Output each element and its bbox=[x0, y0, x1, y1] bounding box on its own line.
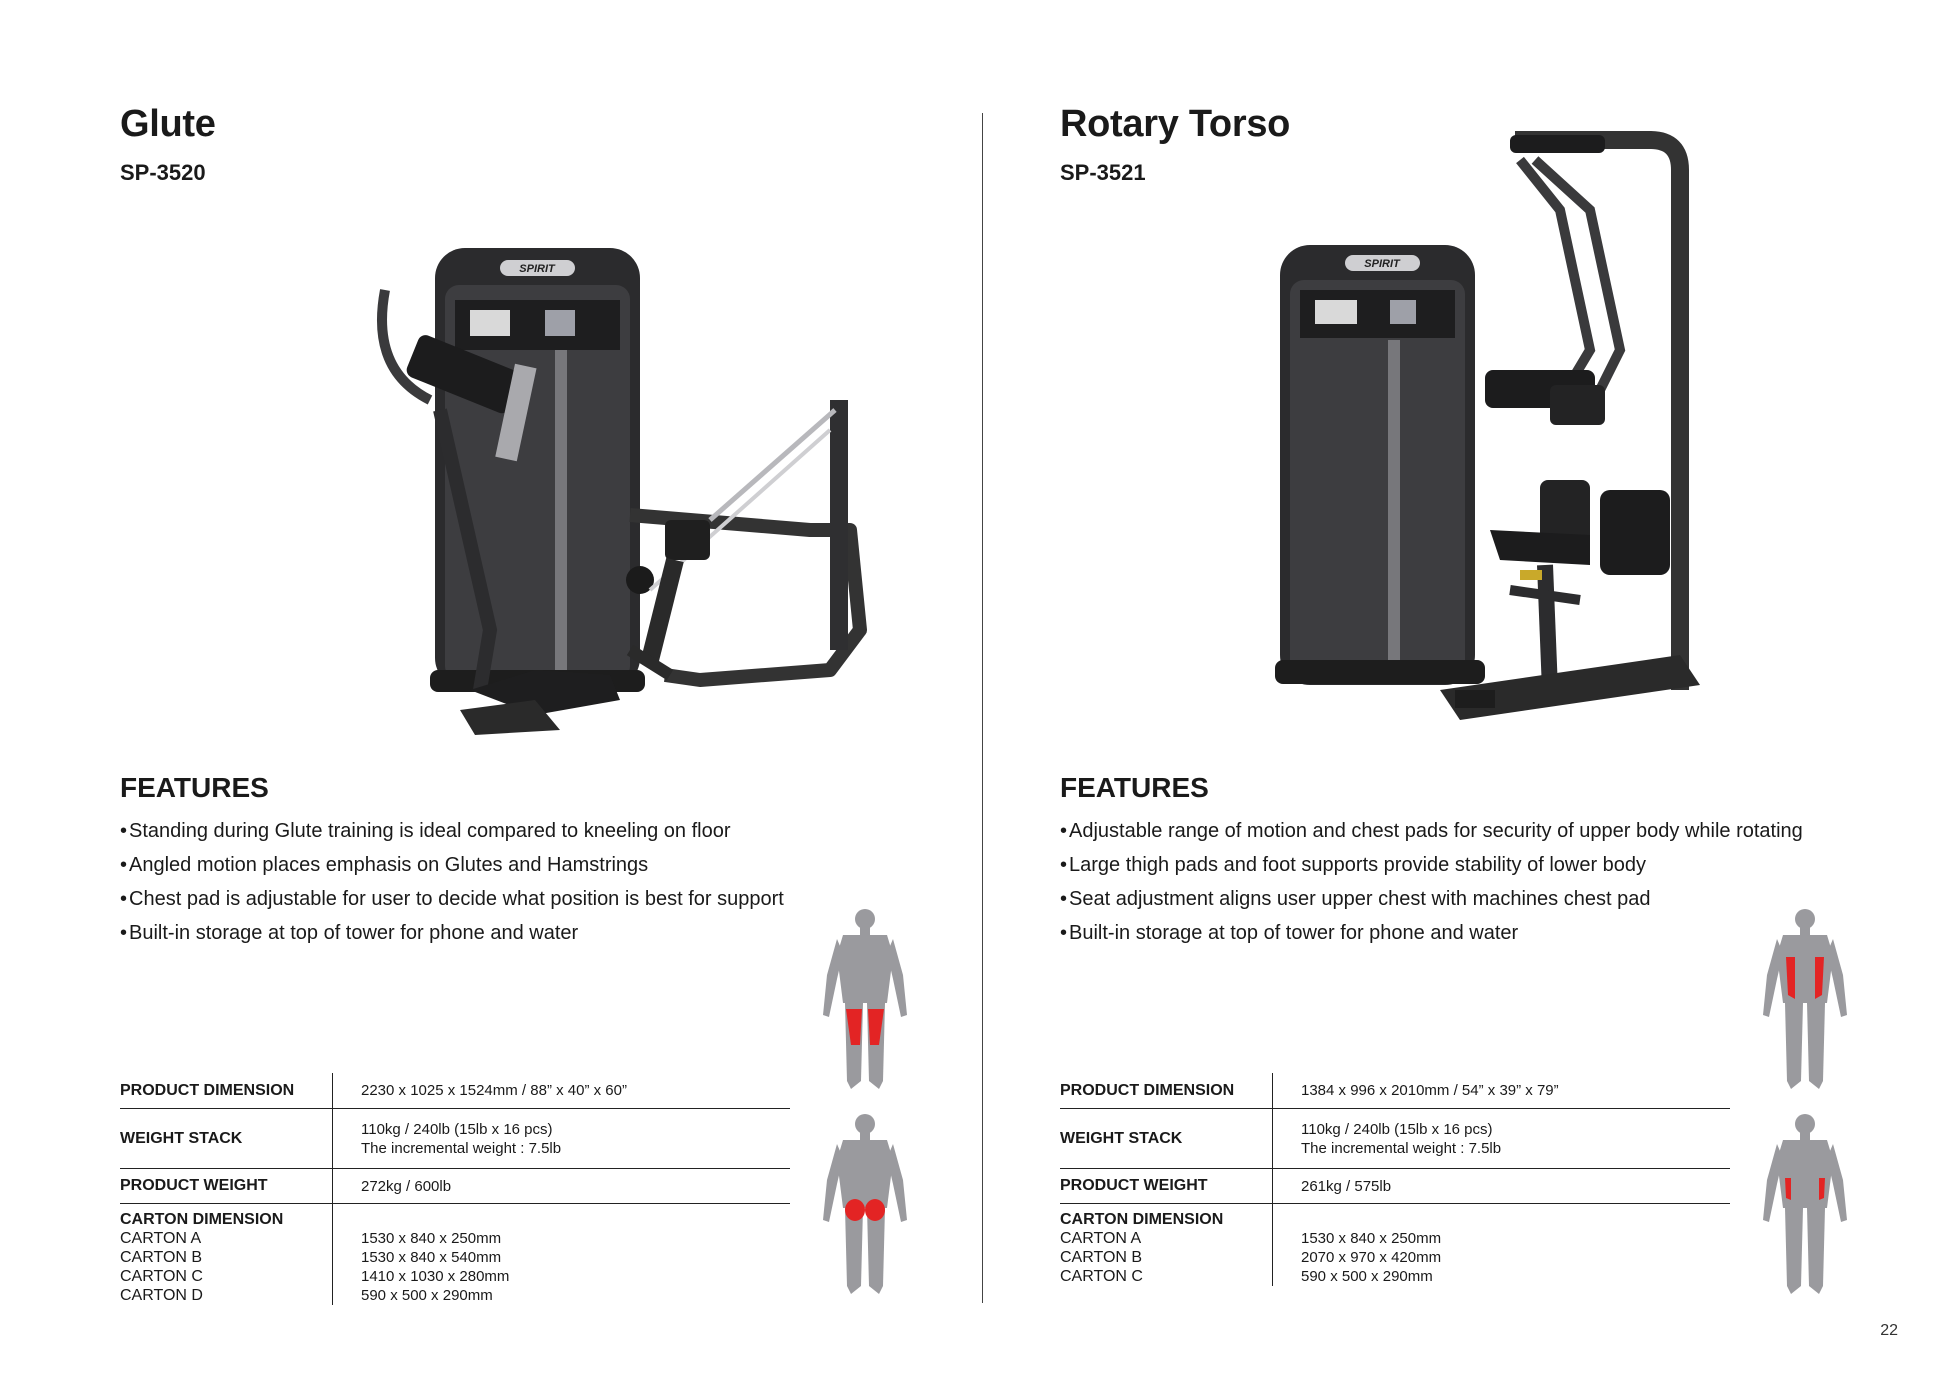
spec-row-product-weight: PRODUCT WEIGHT 272kg / 600lb bbox=[120, 1169, 790, 1204]
carton-value: 590 x 500 x 290mm bbox=[361, 1287, 493, 1304]
feature-item: Chest pad is adjustable for user to deci… bbox=[120, 882, 784, 916]
carton-value: 2070 x 970 x 420mm bbox=[1301, 1249, 1442, 1266]
carton-label: CARTON D bbox=[120, 1287, 203, 1304]
spec-table: PRODUCT DIMENSION 2230 x 1025 x 1524mm /… bbox=[120, 1073, 790, 1316]
features-heading: FEATURES bbox=[1060, 772, 1209, 803]
feature-item: Adjustable range of motion and chest pad… bbox=[1060, 814, 1803, 848]
feature-item: Seat adjustment aligns user upper chest … bbox=[1060, 882, 1803, 916]
carton-value: 1410 x 1030 x 280mm bbox=[361, 1268, 510, 1285]
feature-item: Angled motion places emphasis on Glutes … bbox=[120, 848, 784, 882]
features-list: Standing during Glute training is ideal … bbox=[120, 814, 784, 950]
page-number: 22 bbox=[1880, 1322, 1898, 1339]
muscle-back-icon bbox=[1763, 1114, 1847, 1294]
spec-label: PRODUCT DIMENSION bbox=[120, 1073, 333, 1108]
carton-label: CARTON B bbox=[1060, 1249, 1143, 1266]
spec-value: 110kg / 240lb (15lb x 16 pcs) bbox=[1301, 1120, 1493, 1138]
product-title: Rotary Torso bbox=[1060, 103, 1291, 145]
feature-item: Large thigh pads and foot supports provi… bbox=[1060, 848, 1803, 882]
spec-value-increment: The incremental weight : 7.5lb bbox=[361, 1139, 562, 1157]
spec-label: WEIGHT STACK bbox=[120, 1109, 333, 1168]
spec-row-carton: CARTON DIMENSION CARTON A CARTON B CARTO… bbox=[1060, 1204, 1730, 1316]
spec-value-increment: The incremental weight : 7.5lb bbox=[1301, 1139, 1502, 1157]
muscle-highlight bbox=[1786, 957, 1824, 999]
muscle-front-icon bbox=[1763, 909, 1847, 1089]
feature-item: Built-in storage at top of tower for pho… bbox=[120, 916, 784, 950]
carton-label: CARTON A bbox=[1060, 1230, 1142, 1247]
muscle-highlight bbox=[1785, 1178, 1825, 1200]
spec-label: PRODUCT WEIGHT bbox=[1060, 1169, 1273, 1203]
spec-row-carton: CARTON DIMENSION CARTON A CARTON B CARTO… bbox=[120, 1204, 790, 1316]
brand-logo: SPIRIT bbox=[1364, 258, 1401, 270]
product-model: SP-3521 bbox=[1060, 160, 1146, 185]
spec-value: 261kg / 575lb bbox=[1301, 1177, 1392, 1195]
feature-item: Standing during Glute training is ideal … bbox=[120, 814, 784, 848]
feature-item: Built-in storage at top of tower for pho… bbox=[1060, 916, 1803, 950]
carton-value: 590 x 500 x 290mm bbox=[1301, 1268, 1433, 1285]
product-title: Glute bbox=[120, 103, 216, 145]
carton-label: CARTON C bbox=[1060, 1268, 1143, 1285]
muscle-back-icon bbox=[823, 1114, 907, 1294]
spec-label: CARTON DIMENSION bbox=[120, 1211, 284, 1228]
spec-row-product-weight: PRODUCT WEIGHT 261kg / 575lb bbox=[1060, 1169, 1730, 1204]
spec-value: 272kg / 600lb bbox=[361, 1177, 452, 1195]
spec-label: CARTON DIMENSION bbox=[1060, 1211, 1224, 1228]
spec-value: 110kg / 240lb (15lb x 16 pcs) bbox=[361, 1120, 553, 1138]
muscle-highlight bbox=[846, 1009, 884, 1045]
carton-value: 1530 x 840 x 250mm bbox=[361, 1230, 502, 1247]
spec-row-weight-stack: WEIGHT STACK 110kg / 240lb (15lb x 16 pc… bbox=[120, 1109, 790, 1169]
carton-label: CARTON A bbox=[120, 1230, 202, 1247]
product-rotary-torso: Rotary Torso SP-3521 SPIRIT FEATURES Adj… bbox=[1060, 0, 1946, 1376]
column-divider bbox=[982, 113, 983, 1303]
carton-value: 1530 x 840 x 540mm bbox=[361, 1249, 502, 1266]
spec-value: 1384 x 996 x 2010mm / 54” x 39” x 79” bbox=[1301, 1082, 1559, 1099]
features-list: Adjustable range of motion and chest pad… bbox=[1060, 814, 1803, 950]
product-glute: Glute SP-3520 SPIRIT FEATURES Standin bbox=[120, 0, 1020, 1376]
spec-label: WEIGHT STACK bbox=[1060, 1109, 1273, 1168]
carton-label: CARTON B bbox=[120, 1249, 203, 1266]
spec-row-dimension: PRODUCT DIMENSION 1384 x 996 x 2010mm / … bbox=[1060, 1073, 1730, 1109]
glute-machine-image: SPIRIT bbox=[377, 248, 867, 735]
spec-row-dimension: PRODUCT DIMENSION 2230 x 1025 x 1524mm /… bbox=[120, 1073, 790, 1109]
spec-row-weight-stack: WEIGHT STACK 110kg / 240lb (15lb x 16 pc… bbox=[1060, 1109, 1730, 1169]
spec-label: PRODUCT DIMENSION bbox=[1060, 1073, 1273, 1108]
product-model: SP-3520 bbox=[120, 160, 206, 185]
features-heading: FEATURES bbox=[120, 772, 269, 803]
spec-table: PRODUCT DIMENSION 1384 x 996 x 2010mm / … bbox=[1060, 1073, 1730, 1316]
muscle-highlight bbox=[845, 1199, 885, 1221]
spec-label: PRODUCT WEIGHT bbox=[120, 1169, 333, 1203]
carton-value: 1530 x 840 x 250mm bbox=[1301, 1230, 1442, 1247]
brand-logo: SPIRIT bbox=[519, 263, 556, 275]
muscle-front-icon bbox=[823, 909, 907, 1089]
spec-value: 2230 x 1025 x 1524mm / 88” x 40” x 60” bbox=[361, 1082, 627, 1099]
rotary-torso-machine-image: SPIRIT bbox=[1275, 131, 1700, 720]
carton-label: CARTON C bbox=[120, 1268, 203, 1285]
